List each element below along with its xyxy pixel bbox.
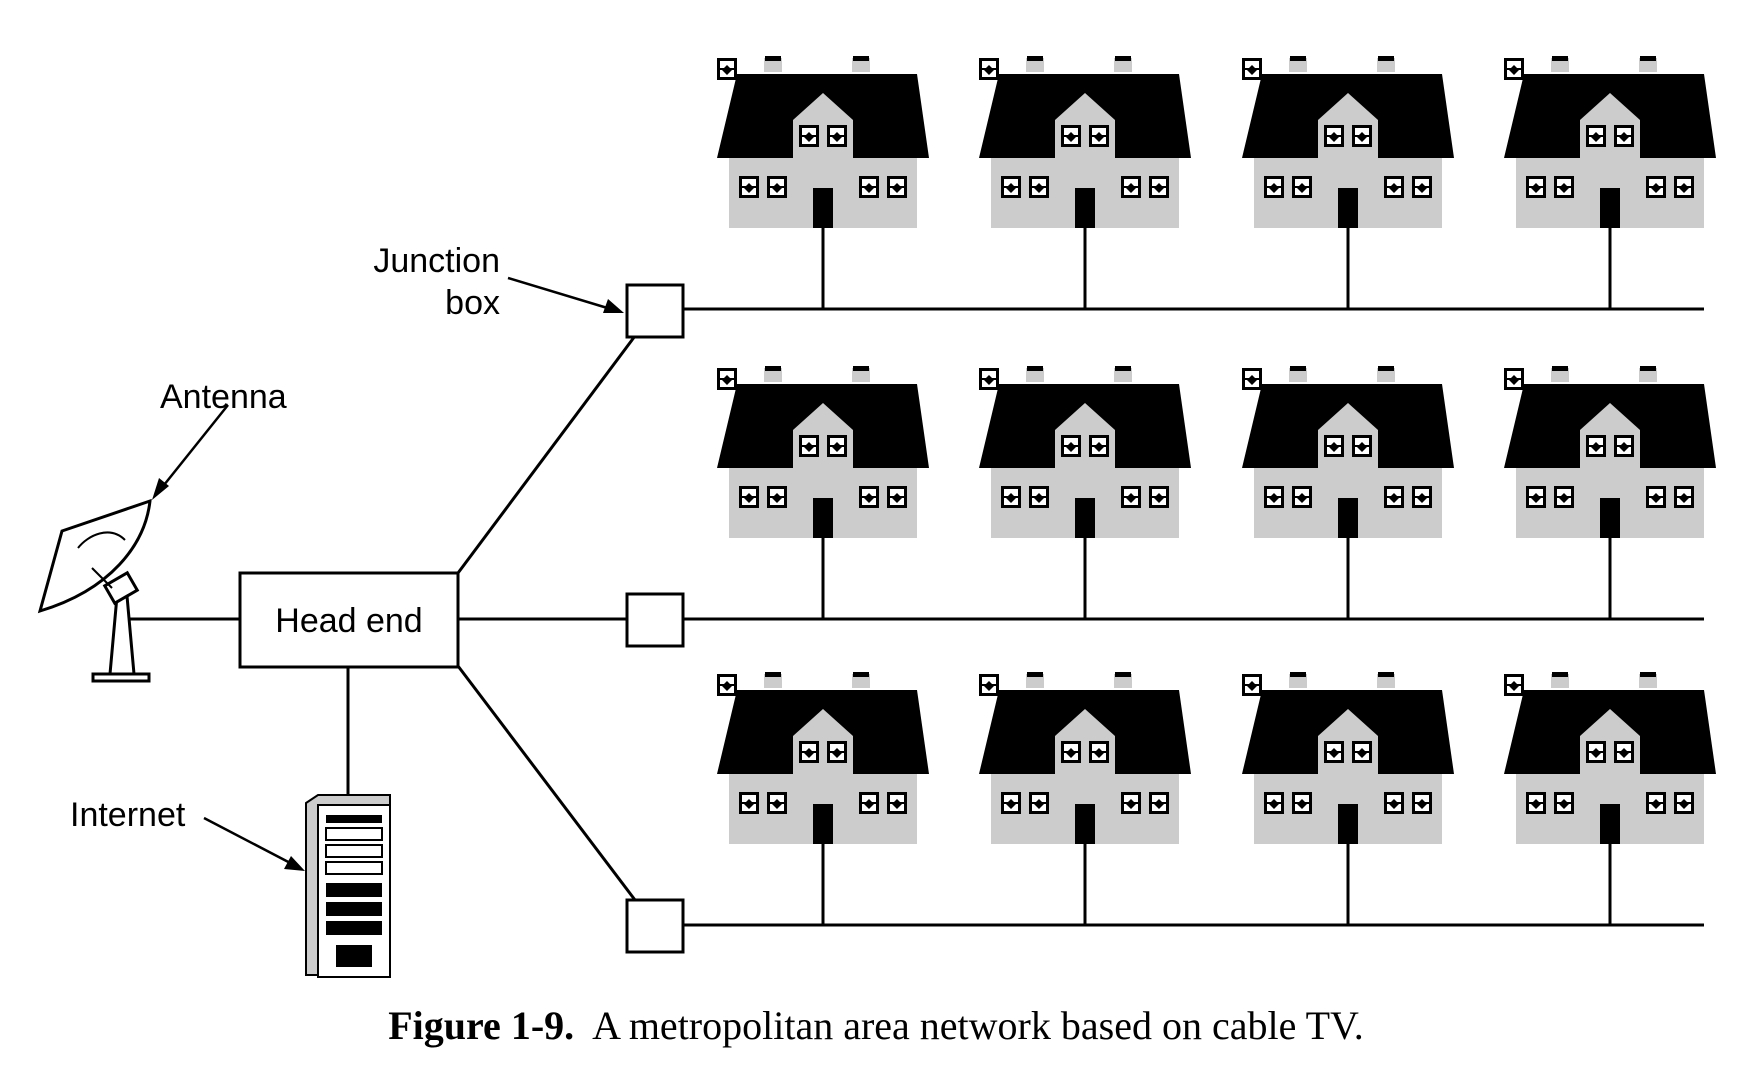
house-icon — [979, 56, 1191, 228]
caption-text: A metropolitan area network based on cab… — [592, 1003, 1364, 1048]
house-icon — [979, 366, 1191, 538]
junction-box-top — [625, 283, 685, 339]
house-icon — [1242, 56, 1454, 228]
house-icon — [1504, 672, 1716, 844]
house-icon — [1504, 56, 1716, 228]
house-icon — [717, 56, 929, 228]
house-icon — [717, 366, 929, 538]
internet-server-icon — [305, 794, 391, 978]
internet-label: Internet — [70, 796, 186, 834]
cable-lines — [128, 222, 1704, 927]
houses-layer — [717, 56, 1716, 844]
figure-caption: Figure 1-9. A metropolitan area network b… — [0, 1002, 1752, 1049]
house-icon — [979, 672, 1191, 844]
junction-box-bottom — [625, 898, 685, 954]
house-icon — [1504, 366, 1716, 538]
junction-box-label-line2: box — [445, 284, 500, 322]
head-end-box — [238, 571, 460, 669]
antenna-label: Antenna — [160, 378, 287, 416]
label-arrows — [159, 276, 615, 868]
head-end-label: Head end — [275, 602, 422, 640]
junction-box-middle — [625, 592, 685, 648]
house-icon — [1242, 672, 1454, 844]
house-icon — [1242, 366, 1454, 538]
arrowheads — [152, 299, 624, 871]
antenna-dish-icon — [37, 498, 152, 683]
house-icon — [717, 672, 929, 844]
junction-box-label-line1: Junction — [373, 242, 500, 280]
figure-number: Figure 1-9. — [388, 1003, 575, 1048]
